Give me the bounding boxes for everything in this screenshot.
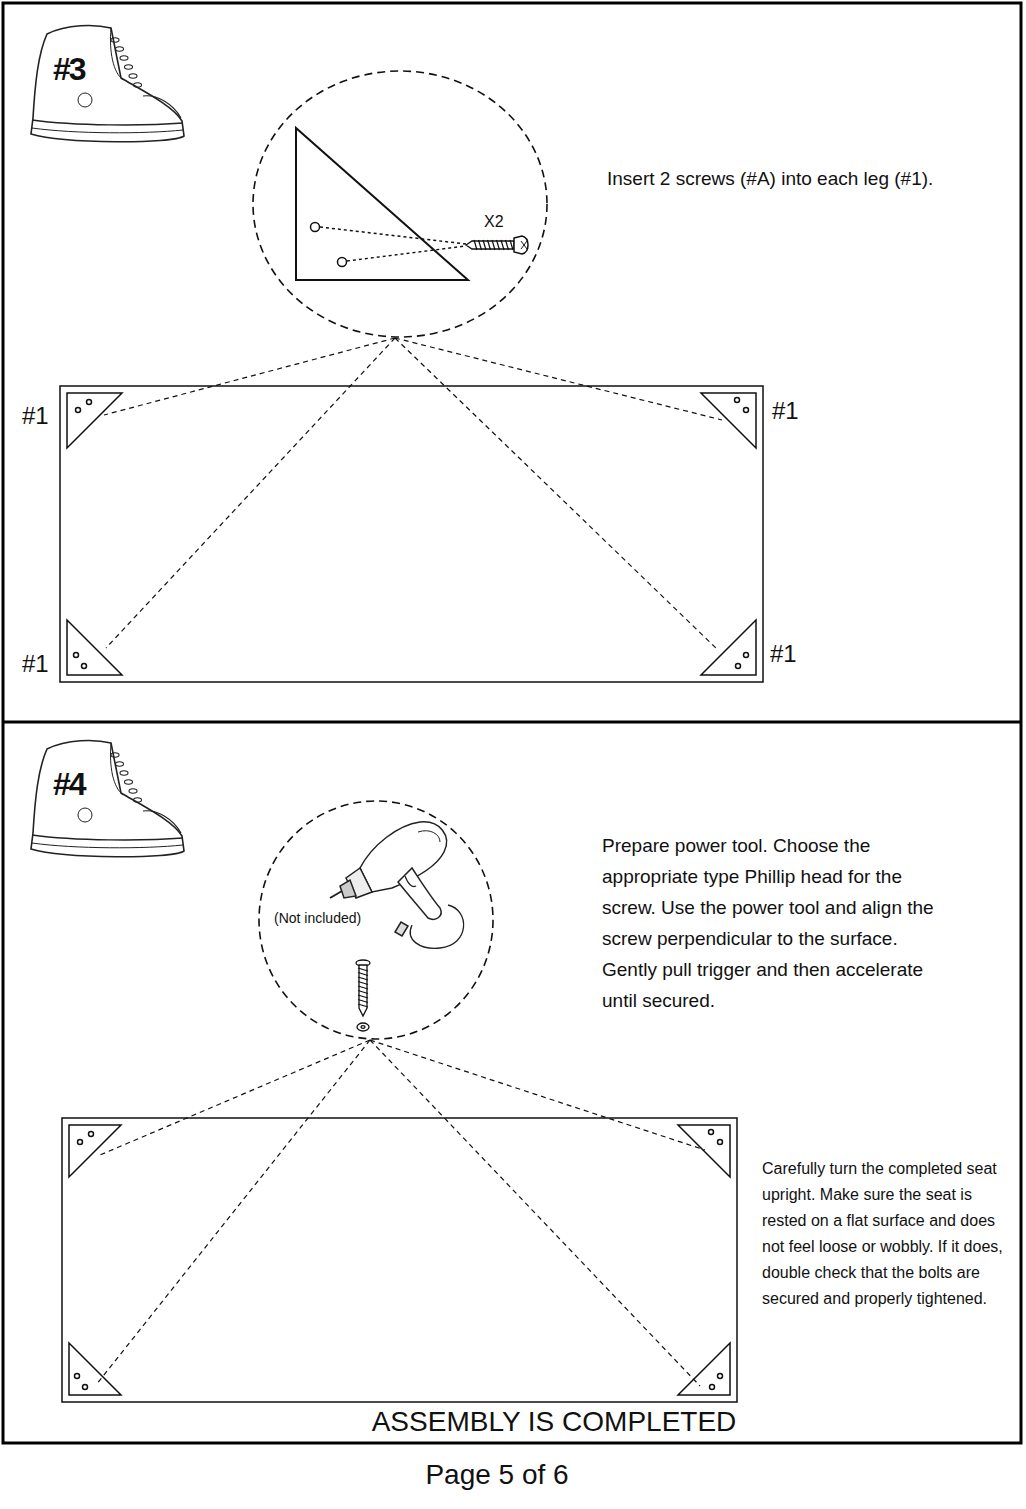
leader-line bbox=[104, 338, 722, 650]
completion-banner: ASSEMBLY IS COMPLETED bbox=[372, 1405, 737, 1439]
leader-line bbox=[96, 1040, 705, 1386]
page-number: Page 5 of 6 bbox=[425, 1458, 568, 1492]
quantity-label: X2 bbox=[484, 212, 504, 231]
panel-frame bbox=[3, 3, 1021, 1443]
detail-circle: X2 bbox=[252, 70, 548, 338]
step-shoe-icon bbox=[31, 26, 184, 142]
seat-underside bbox=[60, 386, 763, 682]
panel-divider bbox=[3, 721, 1021, 724]
note-label: (Not included) bbox=[274, 910, 361, 927]
leg-detail bbox=[296, 128, 528, 280]
screw bbox=[356, 960, 370, 1031]
callout-number: #1 bbox=[770, 640, 797, 669]
callout-number: #1 bbox=[772, 397, 799, 426]
callout-number: #1 bbox=[22, 402, 49, 431]
instruction-text: Prepare power tool. Choose the appropria… bbox=[602, 830, 957, 1016]
step-number: #3 bbox=[53, 50, 85, 88]
step-shoe-icon bbox=[31, 741, 184, 857]
step-number: #4 bbox=[53, 765, 85, 803]
dashed-circle bbox=[252, 70, 548, 338]
power-drill bbox=[330, 822, 464, 948]
note-text: Carefully turn the completed seat uprigh… bbox=[762, 1156, 1007, 1312]
callout-number: #1 bbox=[22, 650, 49, 679]
instruction-text: Insert 2 screws (#A) into each leg (#1). bbox=[607, 168, 933, 191]
seat-underside bbox=[62, 1118, 737, 1402]
detail-circle: (Not included) bbox=[258, 800, 494, 1040]
